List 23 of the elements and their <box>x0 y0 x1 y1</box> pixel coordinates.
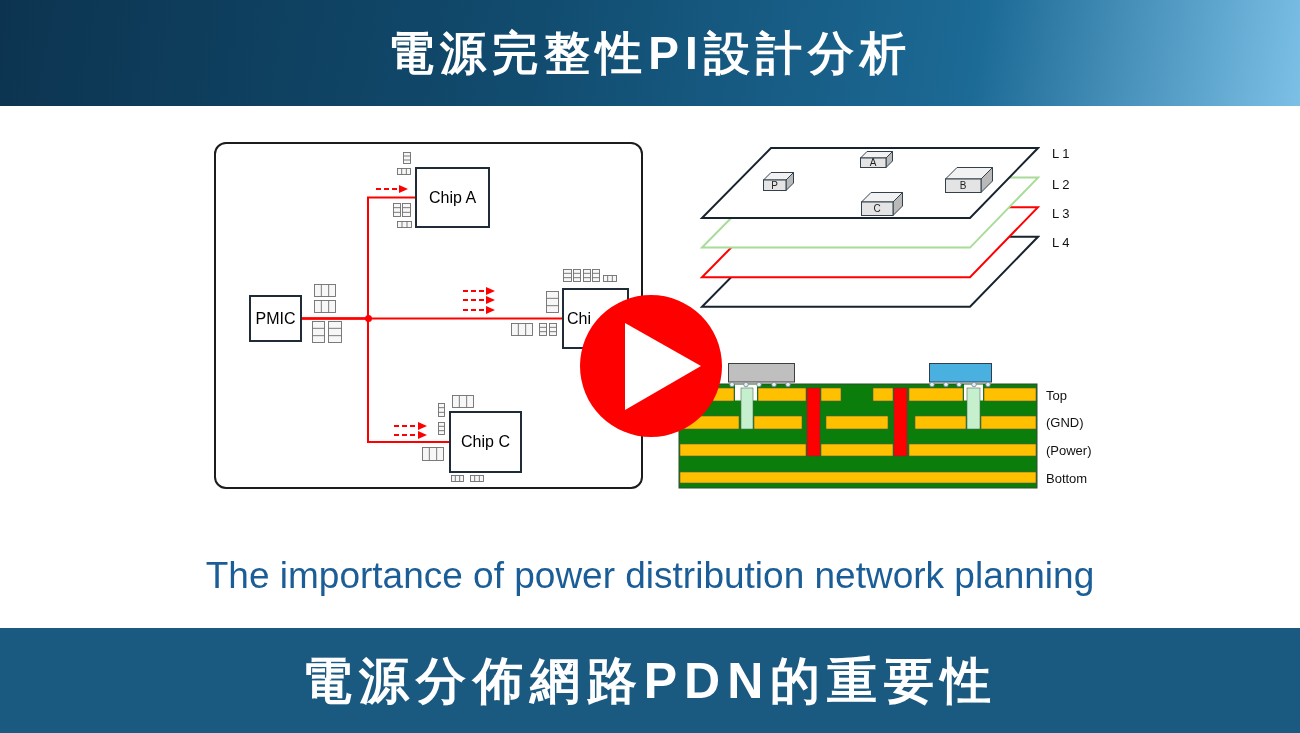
title: 電源完整性PI設計分析 <box>388 26 912 81</box>
chip-label: Chip A <box>428 189 477 206</box>
layer-label: (GND) <box>1046 415 1084 430</box>
power-trace <box>301 317 450 443</box>
chip-label: Chip C <box>461 434 510 450</box>
chip-label: PMIC <box>255 310 296 327</box>
component-label: C <box>873 204 881 214</box>
layer-label: L 4 <box>1052 235 1070 250</box>
component-label: A <box>869 158 877 168</box>
layer-label: Bottom <box>1046 471 1088 486</box>
layer-label: L 1 <box>1052 146 1070 161</box>
chip-box <box>415 167 490 228</box>
layer-label: (Power) <box>1046 443 1092 458</box>
subtitle: The importance of power distribution network planning <box>205 555 1095 597</box>
component-label: P <box>771 180 778 191</box>
caption: 電源分佈網路PDN的重要性 <box>301 651 999 711</box>
chip-box <box>449 411 522 473</box>
component-label: B <box>959 181 967 191</box>
ic-box <box>249 295 302 342</box>
layer-label: L 2 <box>1052 177 1070 192</box>
layer-label: Top <box>1046 388 1067 403</box>
chip-label: Chi <box>567 310 591 327</box>
layer-label: L 3 <box>1052 206 1070 221</box>
